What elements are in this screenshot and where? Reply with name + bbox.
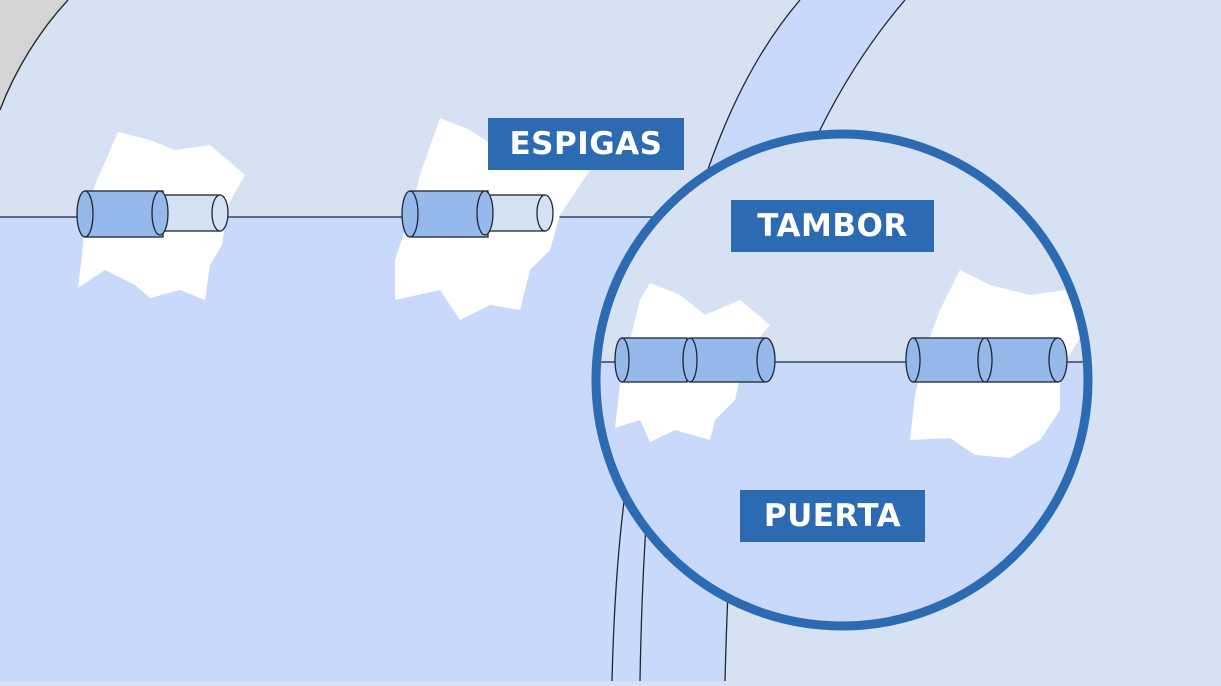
- magnified-hinge-a: [614, 283, 776, 442]
- corner-shape: [0, 0, 68, 110]
- label-espigas: ESPIGAS: [488, 118, 684, 170]
- magnified-hinge-b: [905, 270, 1085, 458]
- corner-edge-line: [0, 0, 69, 111]
- label-tambor: TAMBOR: [731, 200, 934, 252]
- hinge-pin-1: [76, 132, 245, 300]
- door-panel: [0, 217, 650, 681]
- magnifier-ring: [591, 129, 1093, 631]
- label-puerta: PUERTA: [740, 490, 925, 542]
